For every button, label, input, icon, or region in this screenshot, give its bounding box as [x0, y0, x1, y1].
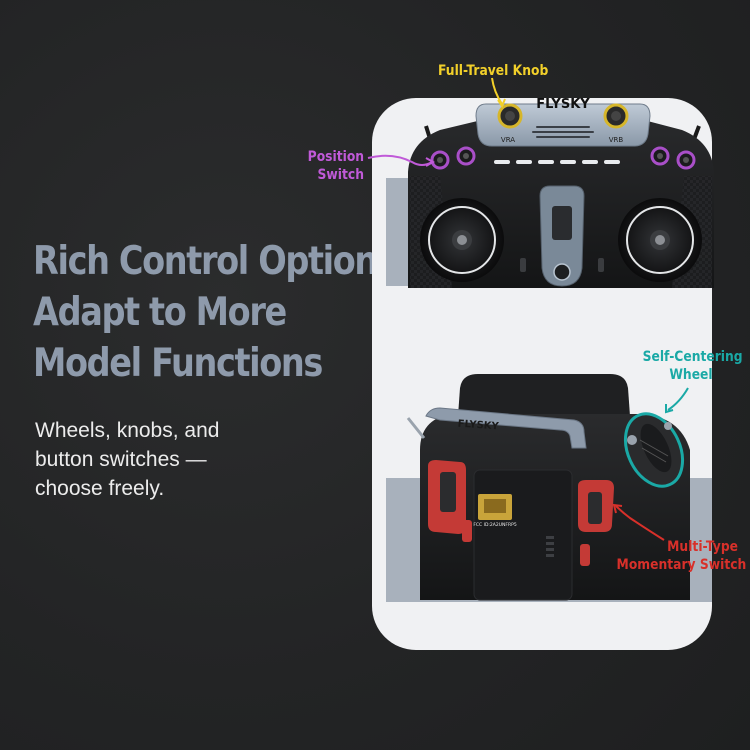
position-switch-callout-label: Position Switch: [308, 148, 364, 184]
headline-line-3: Model Functions: [33, 341, 323, 386]
knob-vra[interactable]: [497, 103, 523, 129]
knob-vrb[interactable]: [603, 103, 629, 129]
momentary-switch-callout-label: Multi-Type Momentary Switch: [616, 538, 747, 574]
headline-line-2: Adapt to More: [33, 290, 287, 335]
momentary-switch-left[interactable]: [428, 460, 466, 534]
knob-callout-label: Full-Travel Knob: [438, 63, 549, 79]
right-gimbal[interactable]: [618, 198, 702, 282]
wheel-callout-line-2: Wheel: [669, 367, 713, 383]
self-centering-wheel[interactable]: [614, 405, 693, 496]
momentary-callout-line-1: Multi-Type: [667, 539, 738, 555]
momentary-callout-arrow: [615, 505, 665, 541]
subtext-line-3: choose freely.: [35, 477, 165, 500]
momentary-switch-right[interactable]: [578, 480, 614, 532]
position-switches-left[interactable]: [430, 146, 476, 170]
momentary-callout-line-2: Momentary Switch: [616, 557, 747, 573]
knob-callout-arrow: [491, 77, 503, 105]
knob-vra-label: VRA: [501, 136, 515, 144]
position-callout-arrow: [367, 154, 433, 166]
fcc-sticker: FCC ID:2A2UNFRP5: [473, 494, 517, 528]
subtext-line-1: Wheels, knobs, and: [35, 419, 220, 442]
transmitter-top-view: FLYSKY VRA VRB: [408, 97, 714, 288]
fcc-sticker-text: FCC ID:2A2UNFRP5: [473, 522, 517, 528]
center-module: [539, 185, 585, 287]
wheel-callout-line-1: Self-Centering: [642, 349, 743, 365]
wheel-callout-label: Self-Centering Wheel: [642, 348, 743, 384]
subtext: Wheels, knobs, and button switches — cho…: [35, 416, 275, 503]
position-callout-line-1: Position: [307, 149, 365, 165]
transmitter-back-view: FLYSKY FCC ID:2A2UNFRP5: [406, 374, 693, 601]
brand-logo-top: FLYSKY: [536, 97, 590, 112]
wheel-callout-arrow: [667, 387, 689, 411]
brand-logo-back: FLYSKY: [457, 419, 500, 433]
subtext-line-2: button switches —: [35, 448, 207, 471]
led-strip: [494, 160, 620, 164]
knob-vrb-label: VRB: [609, 136, 624, 144]
position-callout-line-2: Switch: [317, 167, 364, 183]
position-switches-right[interactable]: [650, 146, 696, 170]
left-gimbal[interactable]: [420, 198, 504, 282]
